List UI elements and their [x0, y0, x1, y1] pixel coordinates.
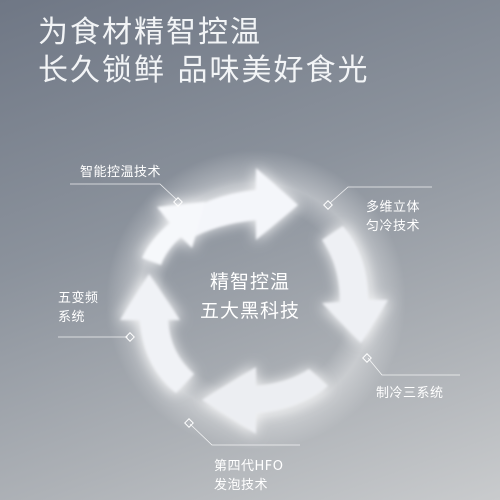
center-title-line-2: 五大黑科技	[199, 300, 300, 322]
marker-5	[125, 332, 135, 342]
feature-label-5: 五变频 系统	[58, 291, 99, 325]
feature-label-2: 多维立体 匀冷技术	[366, 200, 421, 234]
leader-line-4	[189, 423, 300, 446]
arrow-right	[322, 226, 388, 343]
arrow-bottom	[202, 367, 328, 434]
leader-line-2	[329, 186, 432, 204]
leader-lines	[58, 183, 460, 446]
center-title: 精智控温 五大黑科技	[175, 268, 325, 326]
marker-4	[184, 418, 194, 428]
headline-line-2: 长久锁鲜 品味美好食光	[38, 53, 370, 88]
feature-label-1: 智能控温技术	[80, 165, 162, 180]
arrow-top	[172, 168, 298, 240]
leader-markers	[125, 197, 372, 428]
leader-line-3	[367, 357, 460, 376]
marker-1	[173, 197, 183, 207]
feature-label-4: 第四代HFO 发泡技术	[214, 459, 284, 493]
marker-2	[323, 200, 333, 210]
arrow-ring	[120, 168, 388, 434]
leader-line-1	[70, 183, 178, 201]
headline: 为食材精智控温 长久锁鲜 品味美好食光	[38, 14, 370, 90]
feature-label-3: 制冷三系统	[376, 386, 444, 401]
center-title-line-1: 精智控温	[209, 271, 290, 293]
marker-3	[362, 353, 372, 363]
headline-line-1: 为食材精智控温	[38, 15, 262, 50]
arrow-upper-left	[142, 202, 205, 265]
arrow-left	[120, 274, 194, 393]
